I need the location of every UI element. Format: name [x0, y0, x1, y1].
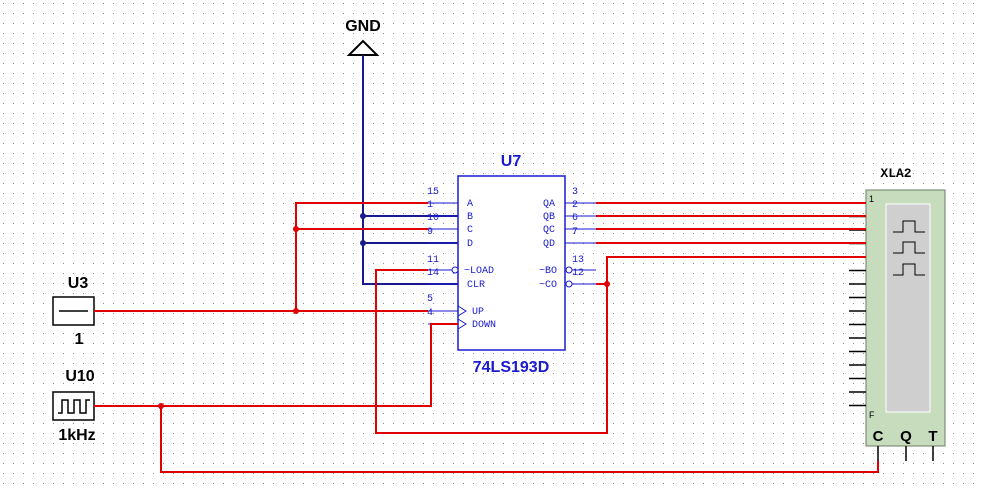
pin-name: A	[467, 199, 473, 210]
wire-clock-analyzer[interactable]	[160, 406, 879, 473]
signal-wires	[94, 202, 879, 473]
pin-num: 5	[427, 294, 433, 305]
xla2-screen	[885, 203, 931, 413]
xla2-pin-c-label: C	[873, 428, 884, 445]
u3-ref-label: U3	[68, 275, 89, 292]
pin-name: DOWN	[472, 320, 496, 331]
pin-num: 11	[427, 255, 439, 266]
gnd-wire-main[interactable]	[362, 55, 458, 285]
pin-name: C	[467, 225, 473, 236]
gnd-label: GND	[345, 18, 381, 35]
pin-name: ~CO	[539, 280, 557, 291]
clock-edge-icon	[457, 305, 467, 317]
pin-name: B	[467, 212, 473, 223]
junction-dot	[293, 308, 299, 314]
u7-ref-label: U7	[501, 153, 522, 170]
pin-num: 9	[427, 227, 433, 238]
pin-num: 7	[572, 227, 578, 238]
pin-name: QD	[543, 239, 555, 250]
pin-num: 2	[572, 200, 578, 211]
inversion-bubble-icon	[451, 266, 459, 274]
u7-counter-ic[interactable]: U7 74LS193D 15 1 10 9 11 14 5 4 A B C D …	[427, 153, 596, 376]
waveform-icon	[893, 220, 925, 233]
pin-num: 13	[572, 255, 584, 266]
clock-edge-icon	[457, 318, 467, 330]
junction-dot	[360, 213, 366, 219]
wire-down[interactable]	[94, 323, 458, 407]
pin-num: 14	[427, 268, 439, 279]
xla2-ref-label: XLA2	[880, 166, 911, 181]
pin-name: ~BO	[539, 266, 557, 277]
pin-num: 3	[572, 187, 578, 198]
pin-name: QB	[543, 212, 555, 223]
u7-body	[457, 175, 566, 351]
pin-num: 15	[427, 187, 439, 198]
pin-num: 4	[427, 308, 433, 319]
inversion-bubble-icon	[565, 280, 573, 288]
u3-value-label: 1	[75, 331, 84, 348]
xla2-first-pin-label: 1	[869, 194, 874, 204]
junction-dot	[604, 281, 610, 287]
wire-a[interactable]	[295, 202, 428, 311]
u10-ref-label: U10	[65, 368, 94, 385]
pin-name: CLR	[467, 280, 485, 291]
pin-name: QA	[543, 199, 555, 210]
pin-name: QC	[543, 225, 555, 236]
pin-name: UP	[472, 307, 484, 318]
xla2-last-pin-label: F	[869, 410, 875, 420]
u10-clock-source[interactable]: U10 1kHz	[52, 368, 96, 444]
u7-part-label: 74LS193D	[473, 359, 550, 376]
pin-num: 12	[572, 268, 584, 279]
xla2-pin-t-label: T	[928, 428, 937, 445]
square-wave-icon	[58, 399, 90, 414]
pin-num: 6	[572, 213, 578, 224]
junction-dot	[158, 403, 164, 409]
gnd-symbol[interactable]: GND	[345, 18, 381, 56]
pin-num: 1	[427, 200, 433, 211]
junction-dot	[293, 226, 299, 232]
wire-co-analyzer[interactable]	[606, 256, 866, 284]
pin-num: 10	[427, 213, 439, 224]
waveform-icon	[893, 241, 925, 254]
xla2-logic-analyzer[interactable]: XLA2 1 F C Q T	[849, 166, 946, 461]
pin-name: ~LOAD	[464, 266, 494, 277]
junction-dot	[360, 240, 366, 246]
u10-value-label: 1kHz	[58, 427, 95, 444]
pin-name: D	[467, 239, 473, 250]
xla2-pin-q-label: Q	[900, 428, 912, 445]
waveform-icon	[893, 263, 925, 276]
